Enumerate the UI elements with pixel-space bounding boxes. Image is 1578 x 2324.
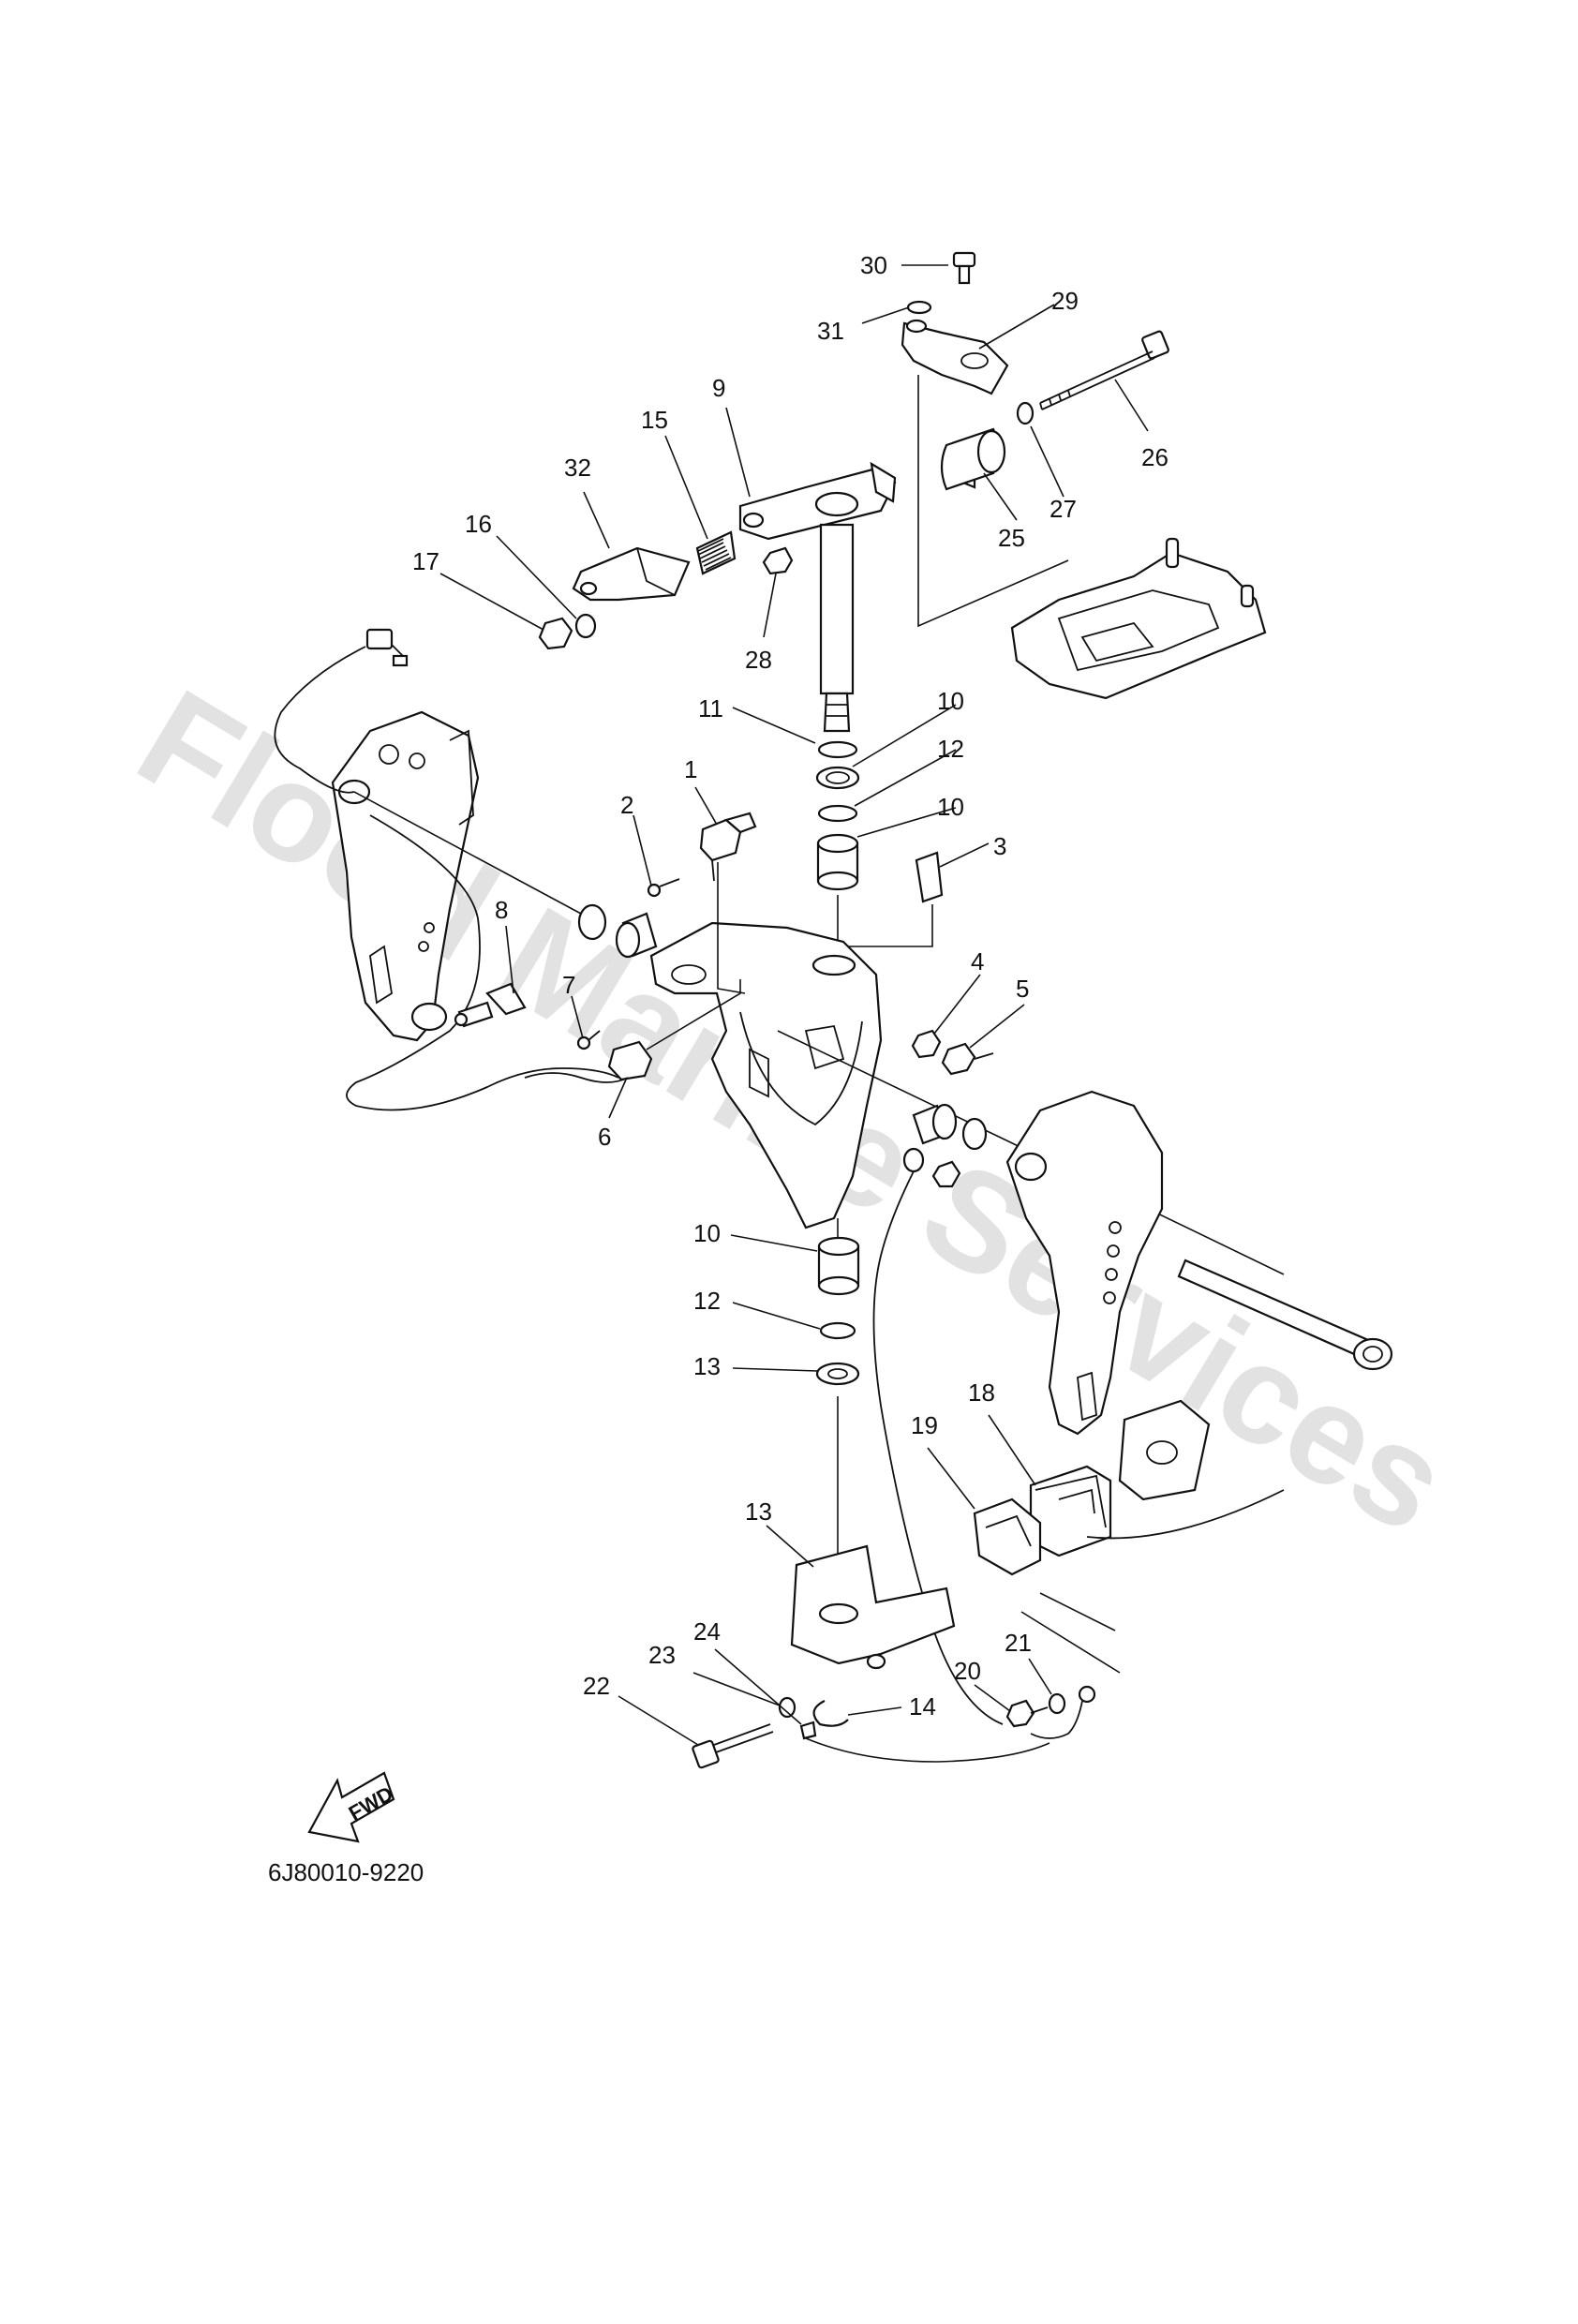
callout-31: 29	[1051, 287, 1079, 315]
part-mount-rubber-27	[940, 427, 1006, 491]
callout-20: 18	[968, 1378, 995, 1407]
part-steering-arm-9	[738, 461, 897, 541]
callout-19: 17	[412, 547, 439, 575]
callout-21: 19	[911, 1411, 938, 1439]
part-steering-shaft	[819, 523, 855, 733]
callout-22: 20	[954, 1657, 981, 1685]
callout-25: 23	[648, 1641, 676, 1669]
part-o-ring-13-lower	[819, 1321, 856, 1340]
top-mount-group	[538, 251, 1267, 733]
part-bushing-left	[615, 912, 658, 959]
part-washer-right	[961, 1117, 988, 1151]
part-screw-2	[647, 878, 680, 898]
callout-32: 30	[860, 251, 887, 279]
fwd-arrow-icon: FWD	[307, 1771, 397, 1843]
callout-30: 28	[745, 646, 772, 674]
part-nut-30	[762, 546, 794, 575]
part-clamp-bracket-left	[331, 710, 480, 1042]
part-bearing-11	[815, 766, 860, 790]
part-pad-3	[915, 851, 944, 903]
callout-9: 9	[712, 374, 725, 402]
part-clamp-bracket-right	[1005, 1090, 1164, 1436]
callout-28: 26	[1141, 443, 1169, 471]
part-washer-23	[1048, 1692, 1066, 1715]
callout-27: 25	[998, 524, 1025, 552]
callout-4: 4	[971, 947, 984, 976]
callout-18: 16	[465, 510, 492, 538]
callout-8: 8	[495, 896, 508, 924]
part-wire-harness	[274, 628, 619, 1111]
callout-5: 5	[1016, 975, 1029, 1003]
part-bolt-22	[1005, 1699, 1049, 1728]
callout-26: 24	[693, 1617, 721, 1646]
callout-33: 31	[817, 317, 844, 345]
part-nut-4	[911, 1029, 942, 1059]
part-bushing-right	[912, 1103, 958, 1145]
callout-11: 10	[937, 687, 964, 715]
part-washer-33	[906, 300, 932, 315]
part-o-ring-13-upper	[817, 804, 858, 823]
part-grease-fitting-1	[699, 812, 757, 882]
part-bottom-cowling	[1010, 537, 1267, 700]
part-bolt-24	[692, 1723, 774, 1769]
callout-13-upper: 12	[937, 735, 964, 763]
callout-34: 32	[564, 454, 591, 482]
part-nut-small	[931, 1160, 961, 1188]
part-washer-12	[817, 740, 858, 759]
part-nut-19	[538, 617, 573, 650]
part-wire-ground	[872, 1170, 1004, 1725]
part-washer-26	[799, 1721, 817, 1740]
part-long-bolt-28	[1039, 330, 1169, 410]
part-ground-terminal	[1030, 1685, 1096, 1739]
part-top-cover-31	[901, 321, 1009, 395]
part-washer-25	[778, 1696, 796, 1719]
part-washer-18	[574, 613, 597, 639]
part-washer-small	[902, 1147, 925, 1173]
callout-29: 27	[1050, 495, 1077, 523]
callout-10-lower: 10	[693, 1219, 721, 1247]
callout-12: 11	[698, 694, 723, 723]
part-tilt-tube	[1177, 1259, 1393, 1371]
part-screw-7	[576, 1030, 601, 1050]
callout-6: 6	[598, 1123, 611, 1151]
part-bracket-34	[572, 546, 691, 602]
callout-1: 1	[684, 755, 697, 783]
callout-14: 13	[693, 1352, 721, 1380]
callout-24: 22	[583, 1672, 610, 1700]
part-bolt-8	[454, 982, 527, 1028]
callout-2: 2	[620, 791, 633, 819]
part-mount-rubber-21	[973, 1497, 1042, 1576]
callout-15: 13	[745, 1497, 772, 1526]
part-bushing-10-upper	[816, 833, 859, 891]
callout-labels: 30 31 29 26 27 25 9 15 32 16 17 28 11 10…	[412, 251, 1169, 1721]
drawing-code: 6J80010-9220	[268, 1858, 424, 1886]
callout-16: 14	[909, 1692, 936, 1721]
part-spring-17	[695, 530, 737, 575]
part-bolt-5	[941, 1042, 994, 1076]
part-swivel-bracket	[649, 921, 883, 1229]
shaft-stack-upper	[815, 740, 944, 947]
tilt-axis-line	[353, 791, 582, 915]
part-washer-14	[815, 1362, 860, 1386]
callout-leaders	[439, 264, 1149, 1746]
part-bolt-32	[952, 251, 976, 285]
callout-7: 7	[562, 971, 575, 999]
part-lower-bracket-15	[790, 1544, 956, 1670]
part-washer-left	[577, 903, 607, 941]
part-sensor-6	[524, 1040, 653, 1083]
part-clip-16	[812, 1700, 849, 1727]
part-washer-29	[1016, 401, 1035, 425]
callout-23: 21	[1005, 1629, 1032, 1657]
shaft-stack-lower	[815, 1218, 860, 1593]
part-bushing-10-lower	[817, 1236, 860, 1296]
part-mount-holder-right	[1118, 1399, 1211, 1501]
callout-13-lower: 12	[693, 1287, 721, 1315]
callout-3: 3	[993, 832, 1006, 860]
callout-10-upper: 10	[937, 793, 964, 821]
callout-17: 15	[641, 406, 668, 434]
part-mount-rubber-20	[1029, 1465, 1112, 1557]
